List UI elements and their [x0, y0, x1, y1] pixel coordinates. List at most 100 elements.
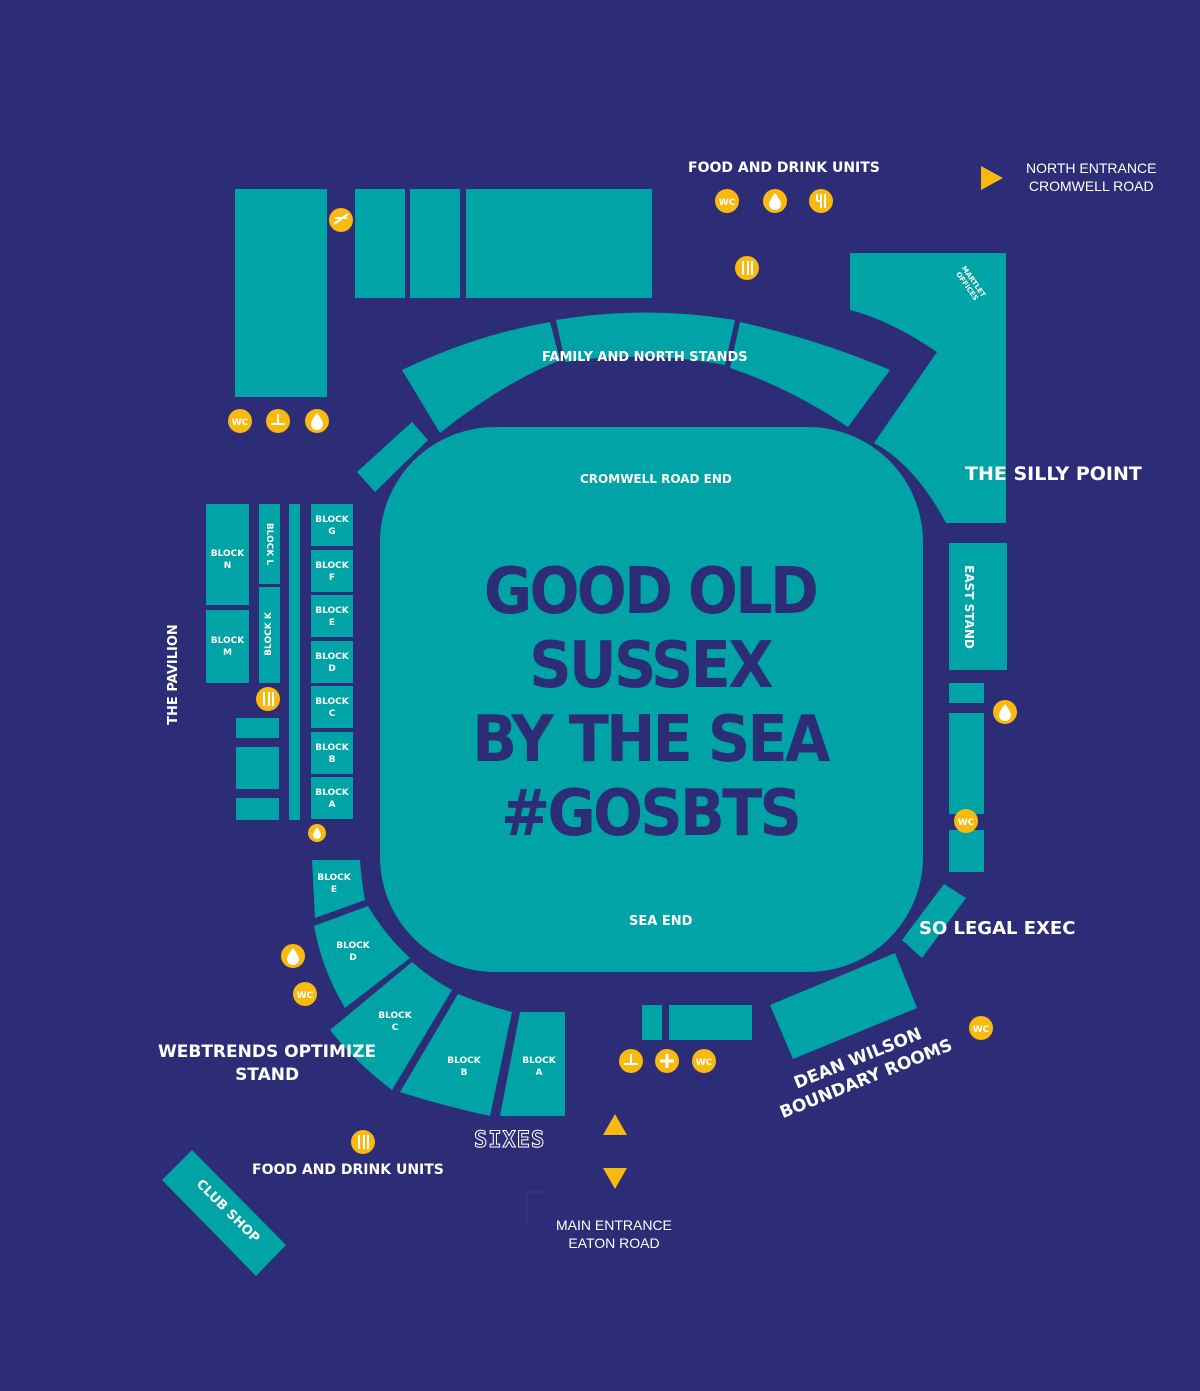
so-legal-exec-stand[interactable] [902, 884, 966, 958]
block-m[interactable] [206, 610, 249, 683]
telephone-icon[interactable] [329, 208, 353, 232]
food-drink-icon[interactable] [809, 189, 833, 213]
block-c[interactable] [311, 686, 353, 728]
food-drink-units-bottom-label: FOOD AND DRINK UNITS [252, 1162, 444, 1178]
svg-text:WC: WC [719, 198, 736, 208]
wc-icon[interactable]: WC [969, 1016, 993, 1040]
wc-icon[interactable]: WC [715, 189, 739, 213]
headline-line-3: BY THE SEA [472, 703, 830, 777]
east-unit-3[interactable] [949, 830, 984, 872]
svg-text:WC: WC [297, 991, 314, 1001]
first-aid-icon[interactable] [655, 1049, 679, 1073]
north-stand-right[interactable] [730, 322, 890, 427]
block-g[interactable] [311, 504, 353, 546]
south-block-a[interactable] [500, 1012, 565, 1116]
food-drink-icon[interactable] [256, 687, 280, 711]
block-n[interactable] [206, 504, 249, 605]
water-drop-icon[interactable] [281, 944, 305, 968]
club-shop[interactable] [162, 1150, 286, 1276]
building-top-2[interactable] [410, 189, 460, 298]
south-block-b[interactable] [400, 994, 512, 1116]
block-f[interactable] [311, 550, 353, 592]
east-stand-label: EAST STAND [961, 565, 976, 649]
south-block-e[interactable] [312, 860, 365, 918]
main-entrance-up-arrow-icon [603, 1114, 627, 1135]
water-drop-icon[interactable] [308, 824, 326, 842]
pavilion-unit-1[interactable] [236, 718, 279, 738]
south-block-d[interactable] [314, 906, 410, 1008]
south-block-c[interactable] [330, 962, 452, 1090]
block-d[interactable] [311, 641, 353, 683]
food-drink-icon[interactable] [351, 1130, 375, 1154]
baby-change-icon[interactable] [266, 409, 290, 433]
food-drink-units-top-label: FOOD AND DRINK UNITS [688, 160, 880, 176]
water-drop-icon[interactable] [305, 409, 329, 433]
pavilion-strip[interactable] [289, 504, 300, 820]
block-k-label: BLOCK K [264, 612, 274, 656]
sea-end-label: SEA END [629, 914, 693, 929]
north-stand-left[interactable] [402, 322, 560, 433]
south-unit-wide[interactable] [669, 1005, 752, 1040]
pavilion-unit-2[interactable] [236, 747, 279, 789]
svg-text:WC: WC [696, 1058, 713, 1068]
headline-line-2: SUSSEX [529, 629, 773, 703]
dean-wilson-boundary-rooms[interactable] [770, 953, 917, 1059]
south-unit-small[interactable] [642, 1005, 662, 1040]
svg-text:WC: WC [973, 1025, 990, 1035]
wc-icon[interactable]: WC [293, 982, 317, 1006]
north-stand-centre[interactable] [556, 312, 735, 366]
building-top-3[interactable] [466, 189, 652, 298]
so-legal-exec-label: SO LEGAL EXEC [919, 918, 1076, 939]
block-l[interactable] [259, 504, 280, 584]
the-pavilion-label: THE PAVILION [165, 624, 181, 725]
block-e[interactable] [311, 595, 353, 637]
cromwell-road-end-label: CROMWELL ROAD END [580, 472, 732, 486]
block-b[interactable] [311, 732, 353, 774]
water-drop-icon[interactable] [763, 189, 787, 213]
wc-icon[interactable]: WC [228, 409, 252, 433]
wc-icon[interactable]: WC [954, 809, 978, 833]
the-silly-point-label: THE SILLY POINT [965, 463, 1142, 485]
main-entrance-down-arrow-icon [603, 1168, 627, 1189]
sixes-logo: SIXES [473, 1128, 546, 1154]
the-silly-point[interactable] [850, 253, 1006, 523]
pitch [380, 427, 923, 972]
building-top-left-tall[interactable] [235, 189, 327, 397]
block-l-label: BLOCK L [264, 522, 274, 566]
stand-north-west-small[interactable] [357, 422, 428, 492]
svg-text:WC: WC [232, 418, 249, 428]
headline-line-4: #GOSBTS [500, 777, 802, 851]
block-k[interactable] [259, 587, 280, 683]
east-unit-1[interactable] [949, 683, 984, 703]
food-drink-icon[interactable] [735, 256, 759, 280]
water-drop-icon[interactable] [993, 700, 1017, 724]
east-stand[interactable] [949, 543, 1007, 670]
headline-line-1: GOOD OLD [483, 555, 819, 629]
building-top-1[interactable] [355, 189, 405, 298]
east-unit-2[interactable] [949, 713, 984, 814]
pavilion-unit-3[interactable] [236, 798, 279, 820]
north-entrance-arrow-icon [981, 166, 1003, 190]
wc-icon[interactable]: WC [692, 1049, 716, 1073]
baby-change-icon[interactable] [619, 1049, 643, 1073]
block-a[interactable] [311, 777, 353, 819]
svg-text:WC: WC [958, 818, 975, 828]
